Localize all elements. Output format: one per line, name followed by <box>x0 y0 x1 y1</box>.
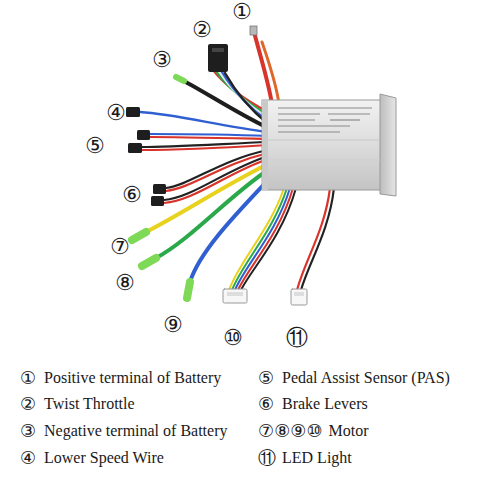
key-number: ⑪ <box>258 448 276 468</box>
callout-number: ⑪ <box>286 326 308 350</box>
callout-number: ② <box>192 18 212 42</box>
callout-number: ⑤ <box>85 134 105 158</box>
hall-sensor-connector <box>223 188 296 303</box>
key-text: Brake Levers <box>282 394 368 414</box>
callout-number: ⑧ <box>115 271 135 295</box>
key-number: ⑤ <box>258 368 274 388</box>
callout-number: ⑥ <box>122 183 142 207</box>
key-number: ⑦⑧⑨⑩ <box>258 421 323 441</box>
pas-connector <box>128 130 268 153</box>
callout-number: ⑦ <box>110 235 130 259</box>
callout-number: ④ <box>106 101 126 125</box>
led-connector <box>291 188 334 305</box>
key-text: LED Light <box>282 448 352 468</box>
key-text: Lower Speed Wire <box>44 448 164 468</box>
callout-number: ③ <box>152 48 172 72</box>
key-number: ③ <box>20 421 36 441</box>
key-text: Positive terminal of Battery <box>44 368 221 388</box>
key-text: Pedal Assist Sensor (PAS) <box>282 368 450 388</box>
speed-wire <box>126 107 268 132</box>
key-number: ② <box>20 394 36 414</box>
callout-number: ⑨ <box>163 313 183 337</box>
key-number: ④ <box>20 448 36 468</box>
battery-positive-wire <box>250 26 279 104</box>
controller-housing <box>262 94 396 196</box>
key-text: Motor <box>329 421 369 441</box>
key-text: Twist Throttle <box>44 394 135 414</box>
key-text: Negative terminal of Battery <box>44 421 227 441</box>
battery-negative-wire <box>176 77 268 128</box>
callout-number: ① <box>232 0 252 24</box>
key-number: ⑥ <box>258 394 274 414</box>
callout-number: ⑩ <box>223 326 243 350</box>
key-number: ① <box>20 368 36 388</box>
